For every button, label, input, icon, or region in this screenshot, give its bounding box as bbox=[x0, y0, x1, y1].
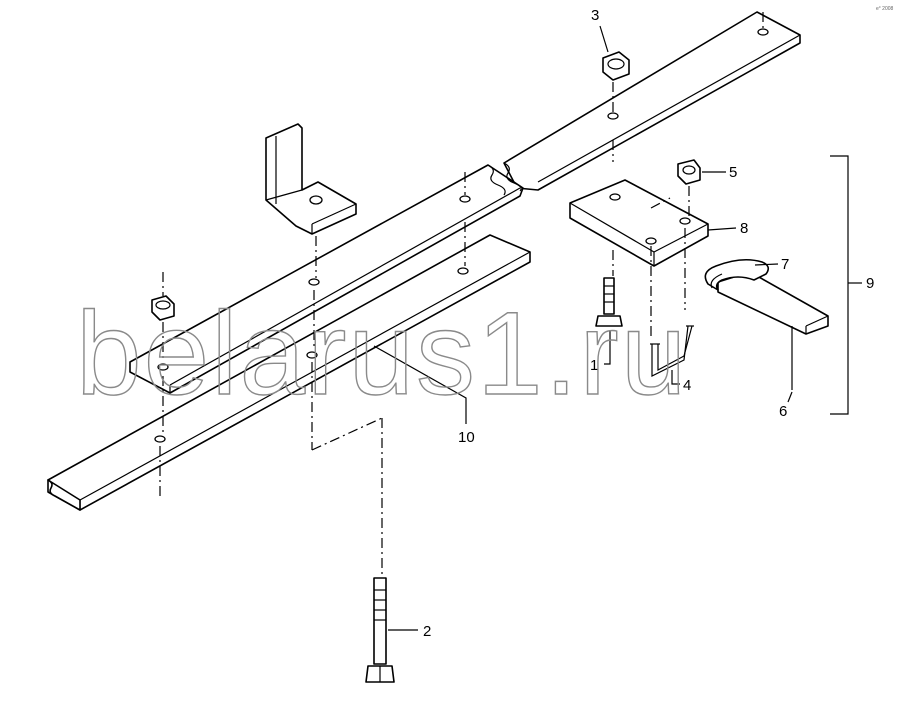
u-bolt-part-4 bbox=[650, 325, 694, 377]
hole bbox=[757, 28, 769, 36]
callout-4: 4 bbox=[683, 377, 691, 394]
hole bbox=[309, 195, 323, 205]
upper-bar bbox=[129, 11, 801, 394]
watermark: belarus1.ru bbox=[76, 288, 688, 420]
callout-7: 7 bbox=[781, 256, 789, 273]
nut-left bbox=[151, 295, 175, 321]
callout-2: 2 bbox=[423, 623, 431, 640]
callout-3: 3 bbox=[591, 7, 599, 24]
hole bbox=[609, 193, 621, 201]
nut-part-3 bbox=[602, 51, 630, 81]
hole bbox=[154, 435, 166, 443]
hole bbox=[457, 267, 469, 275]
assembly-bracket bbox=[830, 155, 849, 415]
callout-9: 9 bbox=[866, 275, 874, 292]
hole bbox=[308, 278, 320, 286]
callout-10: 10 bbox=[458, 429, 475, 446]
hole bbox=[679, 217, 691, 225]
latch-parts-6-7 bbox=[704, 258, 829, 390]
callout-8: 8 bbox=[740, 220, 748, 237]
clamp-plate-part-8 bbox=[569, 179, 709, 267]
hole bbox=[645, 237, 657, 245]
bolt-part-1 bbox=[595, 277, 623, 327]
callout-6: 6 bbox=[779, 403, 787, 420]
angle-bracket bbox=[265, 123, 357, 235]
hole bbox=[607, 112, 619, 120]
lower-bar-part-10 bbox=[47, 234, 531, 511]
callout-1: 1 bbox=[590, 357, 598, 374]
callout-5: 5 bbox=[729, 164, 737, 181]
nut-part-5 bbox=[677, 159, 701, 185]
leader-lines bbox=[373, 25, 793, 631]
long-bolt-part-2 bbox=[365, 577, 395, 683]
corner-stamp: e° 2008 bbox=[876, 6, 894, 12]
hole bbox=[459, 195, 471, 203]
center-lines bbox=[159, 12, 764, 574]
hole bbox=[157, 363, 169, 371]
hole bbox=[306, 351, 318, 359]
